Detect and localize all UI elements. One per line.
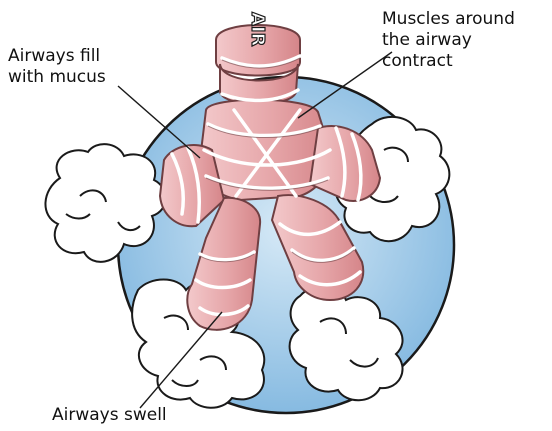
label-line: with mucus <box>8 67 106 88</box>
label-line: the airway <box>382 30 515 51</box>
label-airways-fill-with-mucus: Airways fill with mucus <box>8 46 106 88</box>
air-label: AIR <box>247 12 268 47</box>
label-line: Airways swell <box>52 405 167 426</box>
label-line: Airways fill <box>8 46 106 67</box>
label-line: Muscles around <box>382 9 515 30</box>
label-line: contract <box>382 51 515 72</box>
label-muscles-contract: Muscles around the airway contract <box>382 9 515 72</box>
label-airways-swell: Airways swell <box>52 405 167 426</box>
